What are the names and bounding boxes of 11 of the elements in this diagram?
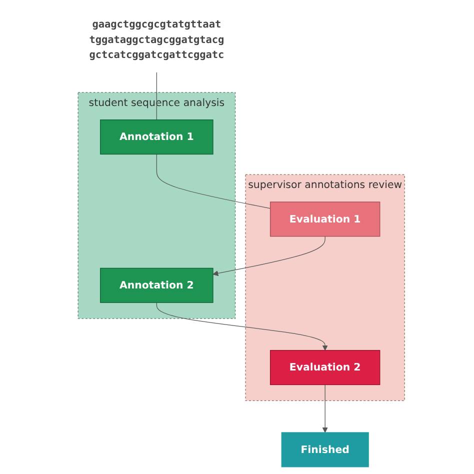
arrow <box>156 302 328 351</box>
arrow <box>212 236 326 276</box>
node-box: Finished <box>280 432 369 468</box>
node-box: Annotation 1 <box>100 120 213 155</box>
node-box: Evaluation 1 <box>270 202 380 237</box>
node-box: Evaluation 2 <box>270 350 380 386</box>
connector <box>156 72 157 120</box>
node-box: Annotation 2 <box>100 268 213 303</box>
connector <box>156 154 270 209</box>
node-text: gaagctggcgcgtatgttaat tggataggctagcggatgtacg gctcatcggatcgattcggatc <box>88 18 224 61</box>
arrow <box>322 384 328 433</box>
